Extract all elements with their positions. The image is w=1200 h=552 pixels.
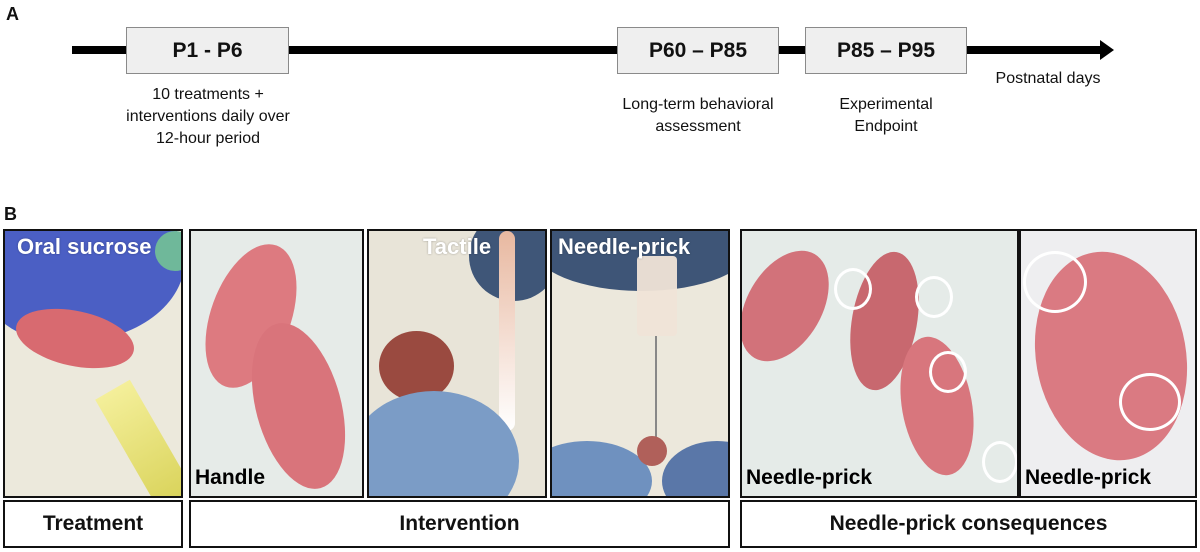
highlight-circle (1023, 251, 1087, 313)
stage-box-p1-p6: P1 - P6 (126, 27, 289, 74)
stage-label: P60 – P85 (648, 38, 748, 62)
pup-paw-shape (637, 436, 667, 466)
timeline-axis-line (72, 46, 1102, 54)
glove-shape (662, 441, 728, 496)
stage-description-p60-p85: Long-term behavioral assessment (590, 94, 806, 138)
glove-shape (369, 391, 519, 496)
timeline-arrow-head-icon (1100, 40, 1114, 60)
photo-needle-prick-intervention: Needle-prick (550, 229, 730, 498)
stage-label: P1 - P6 (172, 38, 243, 62)
description-line: 10 treatments + (152, 86, 264, 103)
description-line: Experimental (839, 96, 933, 113)
category-treatment: Treatment (3, 500, 183, 548)
photo-tactile: Tactile (367, 229, 547, 498)
photo-label: Needle-prick (558, 234, 691, 259)
category-label: Treatment (42, 512, 144, 535)
highlight-circle (1119, 373, 1181, 431)
photo-label: Needle-prick (746, 466, 873, 489)
needle-shape (655, 336, 657, 446)
description-line: Endpoint (854, 118, 918, 135)
photo-handle: Handle (189, 229, 364, 498)
pup-shape (379, 331, 454, 401)
dropper-shape (95, 379, 181, 496)
description-line: 12-hour period (155, 130, 261, 147)
description-line: assessment (655, 118, 741, 135)
photo-needle-prick-consequences-1: Needle-prick (740, 229, 1019, 498)
stage-box-p60-p85: P60 – P85 (617, 27, 779, 74)
highlight-circle (929, 351, 967, 393)
highlight-circle (915, 276, 953, 318)
panel-b-letter: B (4, 204, 17, 224)
description-line: Long-term behavioral (622, 96, 774, 113)
photo-label: Needle-prick (1025, 466, 1152, 489)
category-intervention: Intervention (189, 500, 730, 548)
swab-shape (499, 231, 515, 431)
photo-needle-prick-consequences-2: Needle-prick (1019, 229, 1197, 498)
green-object-shape (155, 231, 181, 271)
category-needle-prick-consequences: Needle-prick consequences (740, 500, 1197, 548)
highlight-circle (982, 441, 1017, 483)
category-label: Needle-prick consequences (829, 512, 1108, 535)
highlight-circle (834, 268, 872, 310)
photo-label: Tactile (423, 234, 492, 259)
stage-description-p1-p6: 10 treatments + interventions daily over… (100, 84, 316, 150)
stage-box-p85-p95: P85 – P95 (805, 27, 967, 74)
pup-shape (742, 235, 847, 377)
panel-a-letter: A (6, 4, 19, 24)
photo-label: Handle (195, 466, 266, 489)
stage-label: P85 – P95 (836, 38, 936, 62)
syringe-shape (637, 256, 677, 336)
stage-description-p85-p95: Experimental Endpoint (790, 94, 982, 138)
description-line: interventions daily over (126, 108, 290, 125)
timeline-axis-label: Postnatal days (995, 70, 1101, 87)
photo-oral-sucrose: Oral sucrose (3, 229, 183, 498)
photo-label: Oral sucrose (17, 234, 152, 259)
category-label: Intervention (399, 512, 520, 535)
